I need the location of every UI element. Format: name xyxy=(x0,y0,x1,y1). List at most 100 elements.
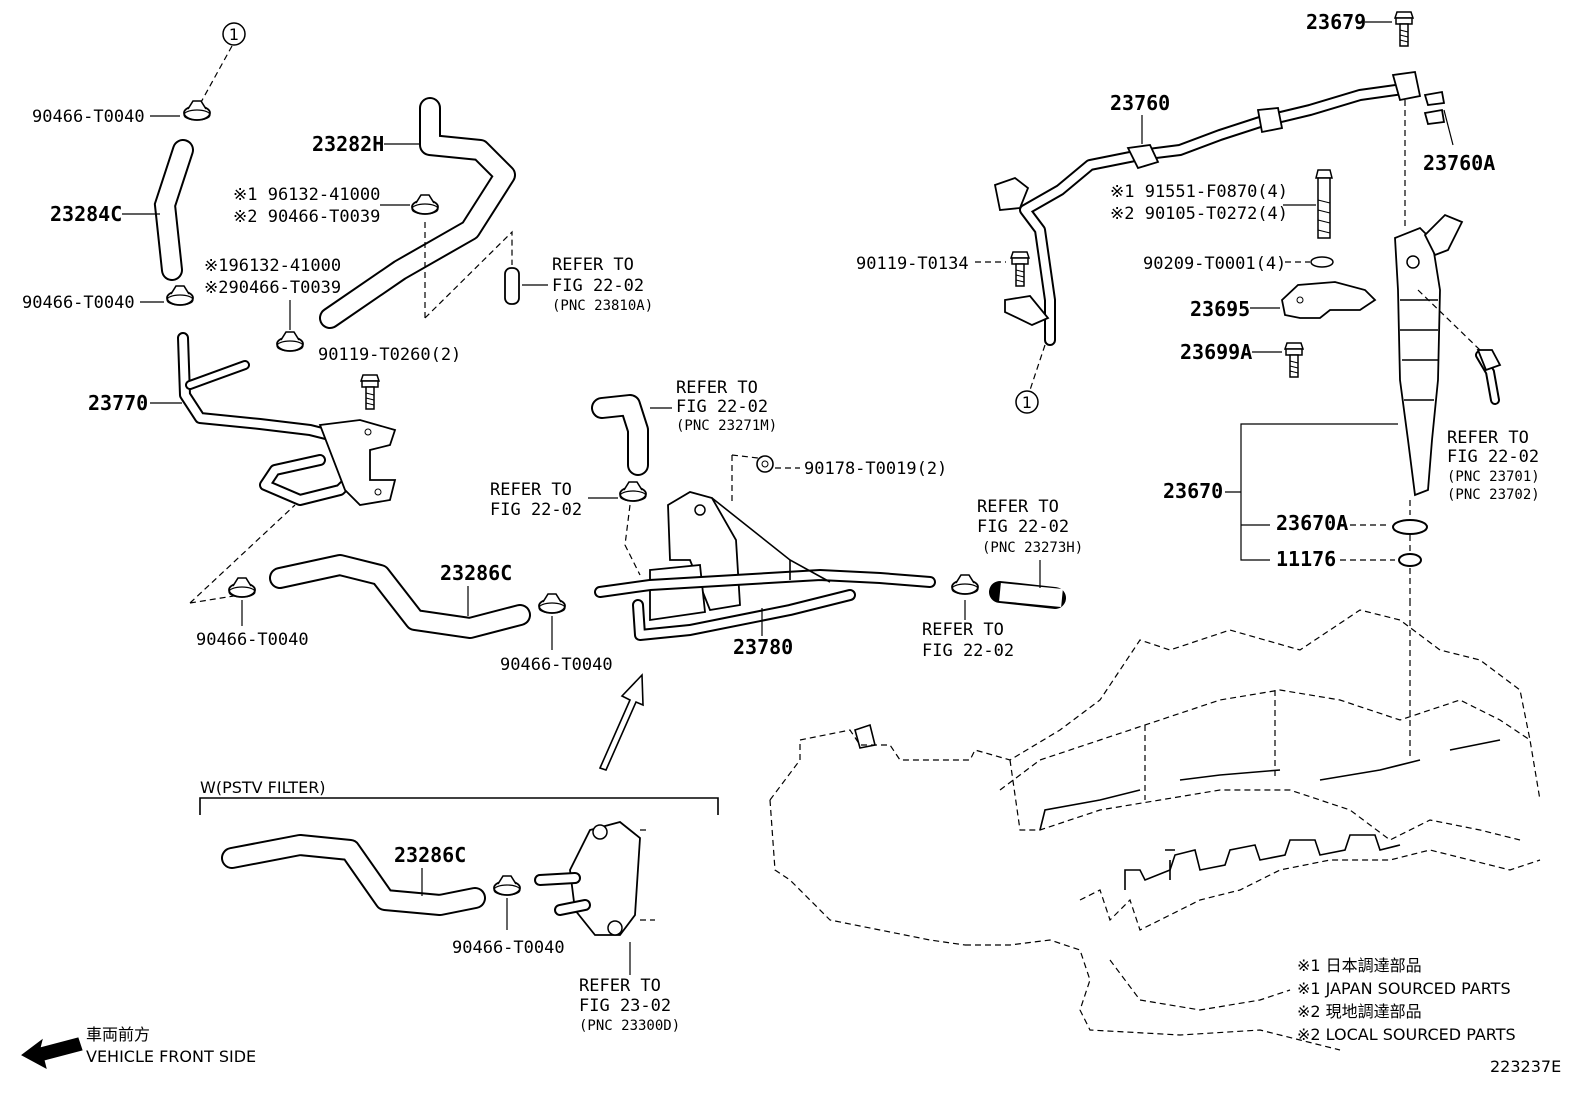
label-23284c: 23284C xyxy=(50,202,122,226)
injector-23670 xyxy=(1394,100,1464,497)
svg-text:REFER TO: REFER TO xyxy=(922,620,1004,640)
arrow-up-right-icon xyxy=(598,673,644,771)
circle-marker-right: 1 xyxy=(1015,390,1039,414)
hose-clamp-icon xyxy=(166,285,194,306)
label-23760: 23760 xyxy=(1110,91,1170,115)
label-23679: 23679 xyxy=(1306,10,1366,34)
svg-text:(PNC 23702): (PNC 23702) xyxy=(1447,487,1540,503)
hose-23286c xyxy=(269,554,531,639)
front-label-en: VEHICLE FRONT SIDE xyxy=(86,1047,256,1066)
svg-text:FIG 22-02: FIG 22-02 xyxy=(490,500,582,520)
hose-clamp-icon xyxy=(228,577,256,598)
svg-text:1: 1 xyxy=(229,25,239,44)
svg-text:REFER TO: REFER TO xyxy=(977,497,1059,517)
label-90119-t0134: 90119-T0134 xyxy=(856,254,969,274)
label-90466-t0040-center: 90466-T0040 xyxy=(500,655,613,675)
label-23699a: 23699A xyxy=(1180,340,1252,364)
svg-text:(PNC 23810A): (PNC 23810A) xyxy=(552,298,653,314)
front-label-jp: 車両前方 xyxy=(86,1025,150,1044)
svg-text:REFER TO: REFER TO xyxy=(579,976,661,996)
svg-text:FIG 23-02: FIG 23-02 xyxy=(579,996,671,1016)
refer-23300d: REFER TO FIG 23-02 (PNC 23300D) xyxy=(579,976,680,1034)
label-23286c: 23286C xyxy=(440,561,512,585)
label-23695: 23695 xyxy=(1190,297,1250,321)
label-23670a: 23670A xyxy=(1276,511,1348,535)
svg-text:FIG 22-02: FIG 22-02 xyxy=(676,397,768,417)
legend-line-3: ※2 現地調達部品 xyxy=(1297,1002,1422,1021)
svg-text:FIG 22-02: FIG 22-02 xyxy=(552,276,644,296)
svg-text:FIG 22-02: FIG 22-02 xyxy=(977,517,1069,537)
inset-title: W(PSTV FILTER) xyxy=(200,778,326,797)
label-90178-t0019: 90178-T0019(2) xyxy=(804,459,947,479)
svg-text:FIG 22-02: FIG 22-02 xyxy=(1447,447,1539,467)
label-90466-t0039-a: ※2 90466-T0039 xyxy=(233,207,380,227)
bolt-91551 xyxy=(1315,169,1333,239)
inset-pstv-filter: W(PSTV FILTER) 23286C 90466-T0040 REFER … xyxy=(199,778,719,1034)
legend-line-1: ※1 日本調達部品 xyxy=(1297,956,1422,975)
refer-clamp-center: REFER TO FIG 22-02 xyxy=(490,480,582,520)
fuel-pipe-23760 xyxy=(993,70,1422,346)
circle-marker-top-left: 1 xyxy=(222,22,246,46)
refer-23271m: REFER TO FIG 22-02 (PNC 23271M) xyxy=(676,378,777,434)
hose-23273h xyxy=(989,581,1066,609)
pipe-23780 xyxy=(594,491,936,641)
label-11176: 11176 xyxy=(1276,547,1336,571)
hose-clamp-icon xyxy=(493,875,521,896)
bolt-icon xyxy=(1394,11,1414,47)
svg-text:(PNC 23273H): (PNC 23273H) xyxy=(982,540,1083,556)
vehicle-front-indicator: 車両前方 VEHICLE FRONT SIDE xyxy=(21,1025,256,1069)
hose-23271m xyxy=(591,394,649,476)
bolt-icon xyxy=(360,374,380,410)
pipe-stub-23810a xyxy=(504,267,520,305)
bolt-icon xyxy=(756,455,774,473)
hose-clamp-icon xyxy=(411,194,439,215)
svg-text:REFER TO: REFER TO xyxy=(676,378,758,398)
label-90209-t0001: 90209-T0001(4) xyxy=(1143,254,1286,274)
label-90466-t0040-inset: 90466-T0040 xyxy=(452,938,565,958)
legend: ※1 日本調達部品 ※1 JAPAN SOURCED PARTS ※2 現地調達… xyxy=(1297,956,1516,1044)
svg-text:(PNC 23271M): (PNC 23271M) xyxy=(676,418,777,434)
clip-23760a xyxy=(1423,90,1446,125)
figure-code: 223237E xyxy=(1490,1057,1561,1076)
leak-pipe-stub xyxy=(1475,349,1502,405)
hose-clamp-icon xyxy=(276,331,304,352)
refer-23273h: REFER TO FIG 22-02 (PNC 23273H) xyxy=(977,497,1083,556)
label-96132-41000-a: ※1 96132-41000 xyxy=(233,185,380,205)
engine-block-outline xyxy=(769,600,1541,1051)
bolt-icon xyxy=(1284,342,1304,378)
o-ring-icon xyxy=(1392,519,1428,535)
refer-23701: REFER TO FIG 22-02 (PNC 23701) (PNC 2370… xyxy=(1447,428,1540,503)
legend-line-2: ※1 JAPAN SOURCED PARTS xyxy=(1297,979,1511,998)
label-23282h: 23282H xyxy=(312,132,384,156)
arrow-left-icon xyxy=(21,1037,83,1069)
legend-line-4: ※2 LOCAL SOURCED PARTS xyxy=(1297,1025,1516,1044)
svg-text:REFER TO: REFER TO xyxy=(1447,428,1529,448)
svg-text:1: 1 xyxy=(1022,393,1032,412)
hose-clamp-icon xyxy=(183,100,211,121)
gasket-icon xyxy=(1398,553,1422,567)
svg-text:REFER TO: REFER TO xyxy=(490,480,572,500)
clamp-23695 xyxy=(1281,281,1377,319)
hose-clamp-icon xyxy=(538,593,566,614)
label-23670: 23670 xyxy=(1163,479,1223,503)
label-90119-t0260: 90119-T0260(2) xyxy=(318,345,461,365)
label-90105-t0272: ※2 90105-T0272(4) xyxy=(1110,204,1288,224)
hose-clamp-icon xyxy=(951,574,979,595)
svg-text:(PNC 23701): (PNC 23701) xyxy=(1447,469,1540,485)
label-91551-f0870: ※1 91551-F0870(4) xyxy=(1110,182,1288,202)
label-90466-t0039-b: ※290466-T0039 xyxy=(204,278,341,298)
pstv-filter-body xyxy=(534,821,655,936)
svg-text:REFER TO: REFER TO xyxy=(552,255,634,275)
bolt-icon xyxy=(1010,251,1030,287)
label-23780: 23780 xyxy=(733,635,793,659)
label-90466-t0040-top: 90466-T0040 xyxy=(32,107,145,127)
pipe-23770 xyxy=(177,332,397,506)
label-96132-41000-b: ※196132-41000 xyxy=(204,256,341,276)
label-23286c-inset: 23286C xyxy=(394,843,466,867)
hose-clamp-icon xyxy=(619,481,647,502)
label-90466-t0040-lower-left: 90466-T0040 xyxy=(196,630,309,650)
svg-text:(PNC 23300D): (PNC 23300D) xyxy=(579,1018,680,1034)
refer-23810a: REFER TO FIG 22-02 (PNC 23810A) xyxy=(552,255,653,314)
refer-clamp-right: REFER TO FIG 22-02 xyxy=(922,620,1014,661)
